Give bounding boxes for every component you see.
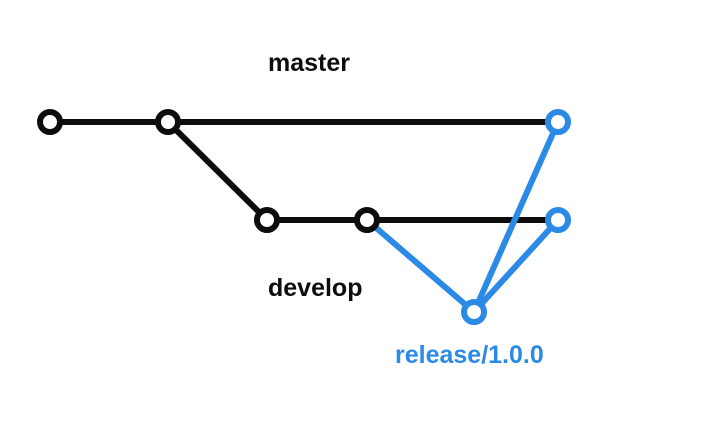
black-edges [47,119,561,223]
master-commit-2 [155,109,181,135]
master-to-develop-branch-line [165,119,270,223]
blue-edges [364,119,561,315]
release-to-develop-line [471,217,561,315]
develop-merge-commit [545,207,571,233]
develop-commit-2 [354,207,380,233]
develop-label: develop [268,274,362,302]
release-commit [461,299,487,325]
master-label: master [268,49,350,77]
develop-commit-1 [254,207,280,233]
master-commit-1 [37,109,63,135]
master-merge-commit [545,109,571,135]
release-to-master-line [471,119,561,315]
release-branch-line [364,217,477,315]
release-label: release/1.0.0 [395,341,544,369]
